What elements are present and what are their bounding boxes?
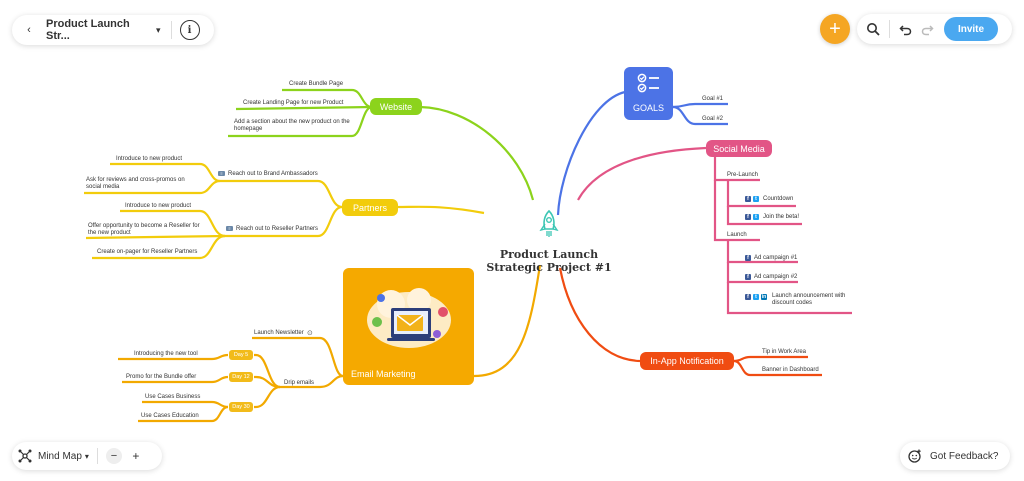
partners-brand-item[interactable]: Introduce to new product (116, 156, 183, 162)
website-item[interactable]: Create Landing Page for new Product (243, 100, 344, 106)
inapp-item[interactable]: Tip in Work Area (762, 349, 807, 355)
facebook-icon: f (745, 196, 751, 202)
divider (96, 448, 98, 464)
goal-item[interactable]: Goal #1 (702, 96, 724, 102)
note-icon: ≡ (226, 226, 233, 231)
minus-icon: − (110, 450, 118, 462)
website-item[interactable]: Add a section about the new product on t… (234, 119, 350, 132)
email-marketing-label: Email Marketing (351, 369, 416, 379)
undo-button[interactable] (894, 17, 916, 41)
linkedin-icon: in (761, 294, 767, 300)
zoom-in-button[interactable]: + (128, 448, 144, 464)
feedback-label: Got Feedback? (930, 450, 999, 462)
mind-map-icon (18, 449, 32, 463)
document-title[interactable]: Product Launch Str... (46, 18, 130, 42)
view-dropdown-icon[interactable]: ▾ (84, 451, 89, 461)
email-day-item[interactable]: Introducing the new tool (134, 351, 198, 357)
twitter-icon: t (753, 196, 759, 202)
title-dropdown-icon[interactable]: ▾ (156, 24, 161, 35)
facebook-icon: f (745, 274, 751, 280)
partners-reseller-node[interactable]: Reach out to Reseller Partners (236, 226, 319, 232)
goals-node[interactable]: GOALS (624, 67, 673, 120)
divider (170, 21, 172, 39)
email-day-node[interactable]: Day 30 (229, 402, 253, 412)
partners-node[interactable]: Partners (342, 199, 398, 216)
feedback-button[interactable]: Got Feedback? (900, 442, 1010, 470)
facebook-icon: f (745, 294, 751, 300)
social-launch-item[interactable]: Ad campaign #1 (754, 255, 798, 261)
partners-brand-item[interactable]: Ask for reviews and cross-promos on soci… (86, 177, 185, 190)
social-prelaunch-item[interactable]: Countdown (763, 196, 794, 202)
redo-button[interactable] (916, 17, 938, 41)
top-right-toolbar: Invite (857, 14, 1012, 44)
social-launch-item[interactable]: Launch announcement with discount codes (772, 293, 846, 306)
social-prelaunch-node[interactable]: Pre-Launch (727, 172, 759, 178)
back-button[interactable]: ‹ (18, 19, 40, 41)
twitter-icon: t (753, 214, 759, 220)
search-button[interactable] (861, 17, 885, 41)
redo-icon (921, 24, 934, 35)
email-newsletter-item[interactable]: Launch Newsletter (254, 330, 304, 336)
email-marketing-node[interactable]: Email Marketing (343, 268, 474, 385)
social-launch-item[interactable]: Ad campaign #2 (754, 274, 798, 280)
checklist-icon (637, 73, 659, 93)
center-node[interactable]: Product Launch Strategic Project #1 (486, 206, 612, 276)
twitter-icon: t (753, 294, 759, 300)
facebook-icon: f (745, 255, 751, 261)
inapp-notification-node[interactable]: In-App Notification (640, 352, 734, 370)
undo-icon (898, 24, 911, 35)
partners-reseller-item[interactable]: Create on-pager for Reseller Partners (97, 249, 198, 255)
email-day-item[interactable]: Use Cases Education (141, 413, 199, 419)
chevron-left-icon: ‹ (27, 24, 31, 36)
center-title-line1: Product Launch (499, 248, 599, 261)
social-branch-lines (577, 146, 852, 315)
email-illustration-icon (367, 288, 451, 348)
zoom-out-button[interactable]: − (105, 448, 122, 464)
email-day-node[interactable]: Day 12 (229, 372, 253, 382)
divider (889, 20, 890, 38)
website-branch-lines (228, 88, 535, 201)
center-title-line2: Strategic Project #1 (486, 261, 612, 274)
partners-reseller-item[interactable]: Offer opportunity to become a Reseller f… (88, 223, 200, 236)
goals-label: GOALS (632, 103, 664, 113)
attachment-icon: ⊙ (307, 330, 313, 337)
partners-reseller-item[interactable]: Introduce to new product (125, 203, 192, 209)
partners-branch-lines (84, 162, 485, 260)
email-branch-lines (118, 264, 542, 423)
email-day-node[interactable]: Day 5 (229, 350, 253, 360)
partners-brand-node[interactable]: Reach out to Brand Ambassadors (228, 171, 318, 177)
social-media-node[interactable]: Social Media (706, 140, 772, 157)
social-prelaunch-item[interactable]: Join the beta! (763, 214, 800, 220)
rocket-icon (539, 209, 559, 237)
plus-icon: + (829, 18, 841, 40)
view-mode-label[interactable]: Mind Map (38, 450, 82, 462)
invite-button[interactable]: Invite (944, 17, 998, 41)
plus-icon: + (132, 449, 140, 463)
social-launch-node[interactable]: Launch (727, 232, 747, 238)
email-drip-node[interactable]: Drip emails (284, 380, 315, 386)
inapp-branch-lines (558, 267, 822, 377)
view-switcher: Mind Map ▾ − + (12, 442, 162, 470)
goals-branch-lines (556, 90, 728, 216)
add-button[interactable]: + (820, 14, 850, 44)
search-icon (867, 23, 880, 36)
smiley-add-icon (908, 449, 921, 463)
website-item[interactable]: Create Bundle Page (289, 81, 344, 87)
inapp-item[interactable]: Banner in Dashboard (762, 367, 819, 373)
title-bar: ‹ Product Launch Str... ▾ i (12, 15, 214, 45)
facebook-icon: f (745, 214, 751, 220)
info-icon[interactable]: i (179, 20, 200, 40)
website-node[interactable]: Website (370, 98, 422, 115)
goal-item[interactable]: Goal #2 (702, 116, 724, 122)
email-day-item[interactable]: Use Cases Business (145, 394, 201, 400)
note-icon: ≡ (218, 171, 225, 176)
email-day-item[interactable]: Promo for the Bundle offer (126, 374, 197, 380)
